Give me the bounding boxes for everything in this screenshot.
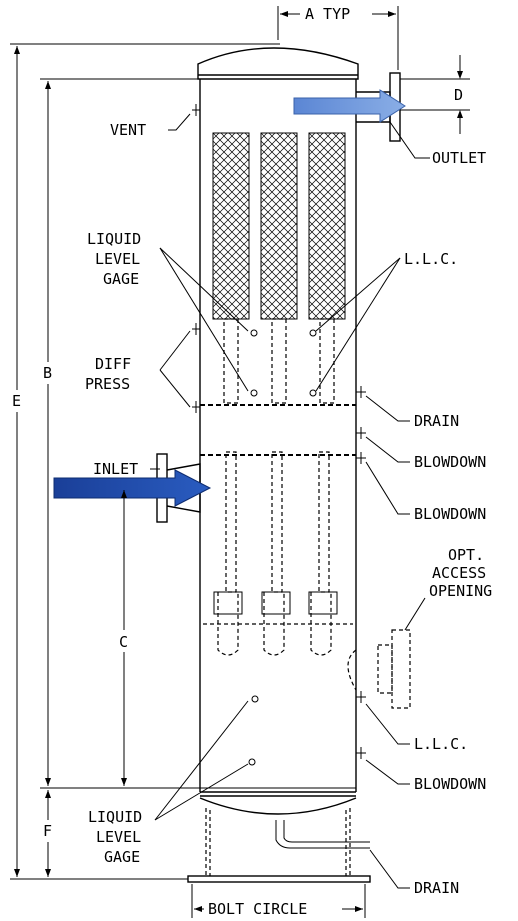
label-diff-press-1: DIFF	[95, 355, 131, 373]
label-liquid-level-gage-bottom-1: LIQUID	[88, 808, 142, 826]
label-liquid-level-gage-top-1: LIQUID	[87, 230, 141, 248]
label-diff-press-2: PRESS	[85, 375, 130, 393]
label-blowdown-2: BLOWDOWN	[414, 505, 486, 523]
label-blowdown-1: BLOWDOWN	[414, 453, 486, 471]
label-opt-access-2: ACCESS	[432, 564, 486, 582]
label-e: E	[12, 392, 21, 410]
label-d: D	[454, 86, 463, 104]
label-liquid-level-gage-top-2: LEVEL	[95, 250, 140, 268]
label-drain-bottom: DRAIN	[414, 879, 459, 897]
filter-elements	[212, 132, 346, 320]
label-bolt-circle: BOLT CIRCLE	[208, 900, 307, 918]
label-drain-mid: DRAIN	[414, 412, 459, 430]
inlet-arrow	[53, 469, 212, 507]
internal-dashed-pipes	[200, 318, 370, 849]
label-liquid-level-gage-top-3: GAGE	[103, 270, 139, 288]
label-inlet: INLET	[93, 460, 138, 478]
label-blowdown-3: BLOWDOWN	[414, 775, 486, 793]
dimension-lines	[10, 6, 470, 918]
label-f: F	[43, 822, 52, 840]
label-liquid-level-gage-bottom-3: GAGE	[104, 848, 140, 866]
leader-lines	[150, 113, 430, 889]
label-liquid-level-gage-bottom-2: LEVEL	[96, 828, 141, 846]
vessel-shell	[187, 47, 371, 883]
outlet-arrow	[293, 89, 406, 123]
label-vent: VENT	[110, 121, 146, 139]
label-a-typ: A TYP	[305, 5, 350, 23]
label-llc-bottom: L.L.C.	[414, 735, 468, 753]
label-opt-access-3: OPENING	[429, 582, 492, 600]
label-llc-top: L.L.C.	[404, 250, 458, 268]
label-b: B	[43, 364, 52, 382]
label-outlet: OUTLET	[432, 149, 486, 167]
label-c: C	[119, 633, 128, 651]
label-opt-access-1: OPT.	[448, 546, 484, 564]
